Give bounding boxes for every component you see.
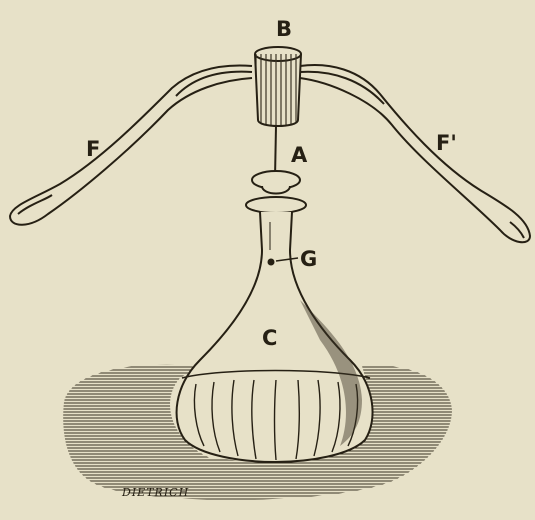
label-b: B — [276, 17, 292, 41]
neck-hole-marker — [268, 259, 275, 266]
fork-left — [10, 66, 252, 225]
label-a: A — [291, 143, 308, 167]
label-g: G — [300, 247, 317, 271]
cork — [255, 47, 301, 126]
label-f: F — [86, 137, 100, 161]
fork-right — [300, 65, 530, 242]
label-c: C — [262, 326, 277, 350]
label-f-prime: F' — [436, 131, 457, 155]
engraver-signature: DIETRICH — [121, 486, 189, 499]
decanter-stopper — [246, 171, 306, 213]
